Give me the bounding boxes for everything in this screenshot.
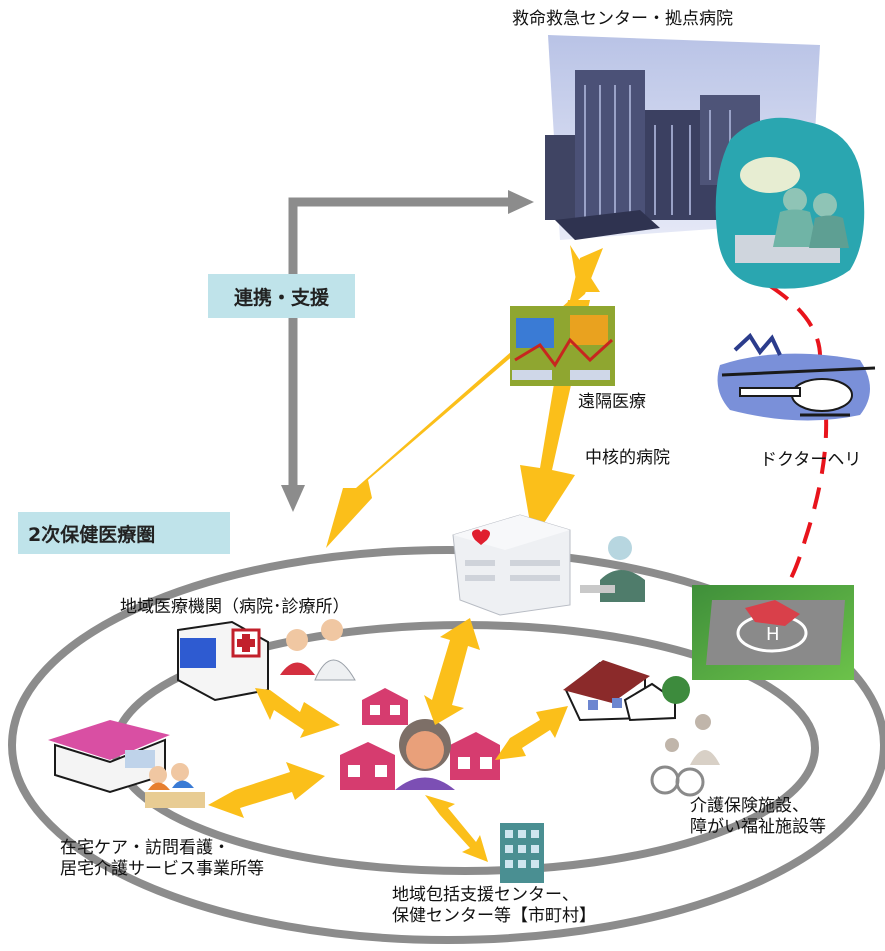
core-hospital-icon [452,514,571,616]
wheelchair-icon [650,714,720,797]
telemedicine-label: 遠隔医療 [578,392,646,412]
surgery-team-icon [715,117,865,289]
community-center-label: 地域包括支援センター、 保健センター等【市町村】 [392,885,596,926]
renkei-box [208,274,355,318]
area-label: 2次保健医療圏 [28,523,156,546]
support-arrows [326,245,603,548]
renkei-label: 連携・支援 [233,286,329,309]
elderly-woman-icon [395,719,455,790]
outer-area-ellipse [8,546,885,944]
care-facility-house-icon [563,660,690,722]
clinic-label: 地域医療機関（病院･診療所） [120,597,350,617]
doctor-heli-label: ドクターヘリ [760,450,862,470]
svg-text:H: H [766,624,780,645]
home-care-label: 在宅ケア・訪問看護・ 居宅介護サービス事業所等 [60,838,264,879]
office-building-icon [500,823,544,883]
doctor-icon [580,536,645,602]
family-meal-icon [145,763,205,808]
cooperation-arrow [281,190,534,512]
core-hospital-label: 中核的病院 [585,448,670,468]
clinic-icon [177,620,269,702]
doctor-patient-icon [280,619,356,681]
heliport-icon: H [692,585,854,680]
telemedicine-icon [510,306,615,386]
care-facility-label: 介護保険施設、 障がい福祉施設等 [690,796,826,837]
community-houses-icon [340,688,500,790]
heli-route [768,284,829,594]
local-link-arrows [208,618,568,862]
helicopter-icon [717,332,876,421]
hospital-title-label: 救命救急センター・拠点病院 [512,9,733,29]
area-box [18,512,230,554]
